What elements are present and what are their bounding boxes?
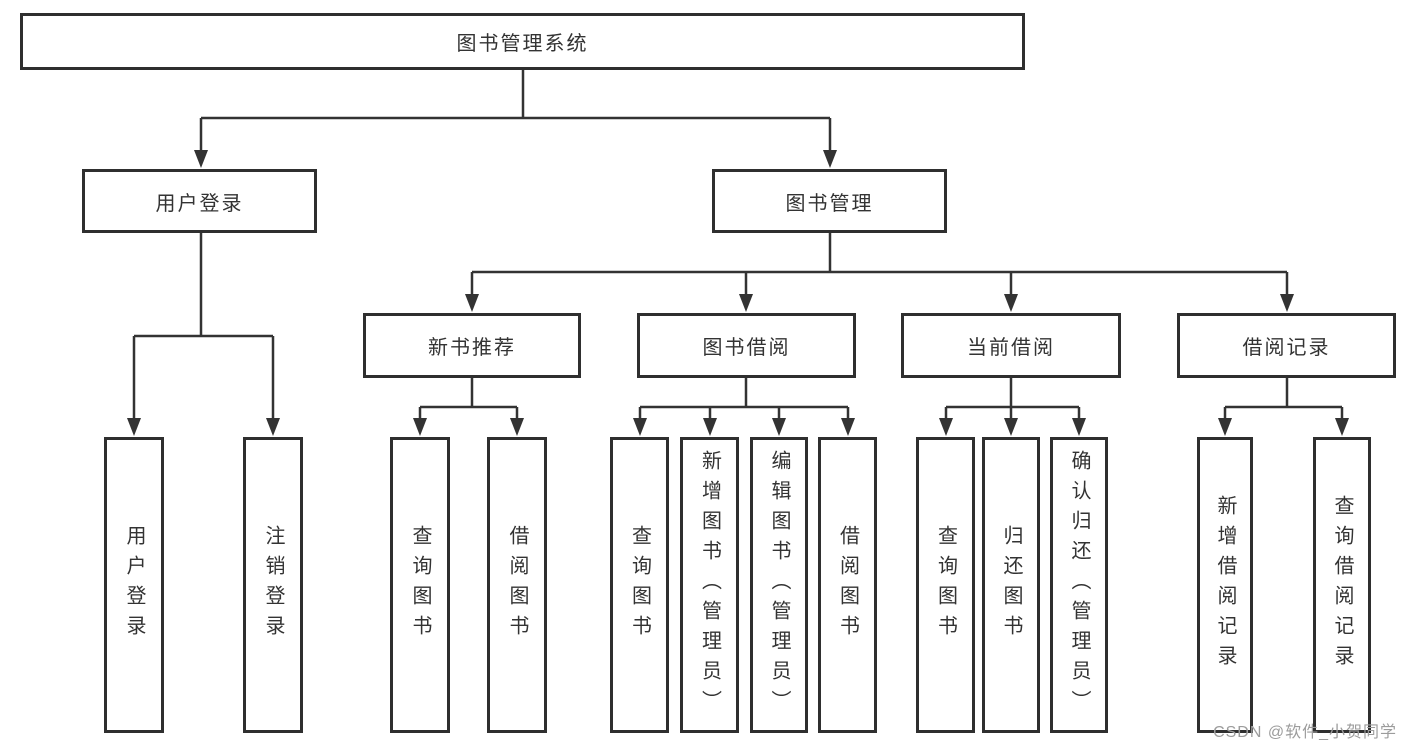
connector-records bbox=[1223, 378, 1344, 421]
leaf-bw-query-book-label: 查询图书 bbox=[628, 525, 651, 645]
arrowhead bbox=[1218, 418, 1232, 436]
connector-current bbox=[944, 378, 1081, 421]
connector-newbook bbox=[418, 378, 519, 421]
leaf-bw-query-book: 查询图书 bbox=[610, 437, 669, 733]
leaf-rec-add-record-label: 新增借阅记录 bbox=[1214, 495, 1236, 675]
node-book-manage-label: 图书管理 bbox=[785, 192, 874, 215]
csdn-watermark: CSDN @软件_小贺同学 bbox=[1213, 724, 1397, 741]
arrowhead bbox=[465, 294, 479, 312]
leaf-bw-edit-book: 编辑图书（管理员） bbox=[750, 437, 808, 733]
leaf-nb-query-book: 查询图书 bbox=[390, 437, 450, 733]
arrowhead bbox=[739, 294, 753, 312]
node-book-borrow-label: 图书借阅 bbox=[702, 337, 791, 359]
leaf-nb-borrow-book: 借阅图书 bbox=[487, 437, 547, 733]
arrowhead bbox=[772, 418, 786, 436]
leaf-bw-edit-book-label: 编辑图书（管理员） bbox=[768, 450, 790, 720]
leaf-logout-label: 注销登录 bbox=[262, 525, 284, 645]
arrowhead bbox=[841, 418, 855, 436]
arrowhead bbox=[1004, 294, 1018, 312]
leaf-logout: 注销登录 bbox=[243, 437, 303, 733]
leaf-cur-query-book: 查询图书 bbox=[916, 437, 975, 733]
arrowhead bbox=[1004, 418, 1018, 436]
leaf-nb-borrow-book-label: 借阅图书 bbox=[506, 525, 528, 645]
node-root: 图书管理系统 bbox=[20, 13, 1025, 70]
node-current-borrow: 当前借阅 bbox=[901, 313, 1121, 378]
leaf-bw-borrow-book: 借阅图书 bbox=[818, 437, 877, 733]
node-book-manage: 图书管理 bbox=[712, 169, 947, 233]
arrowhead bbox=[939, 418, 953, 436]
arrowhead bbox=[266, 418, 280, 436]
node-book-borrow: 图书借阅 bbox=[637, 313, 856, 378]
arrowhead bbox=[194, 150, 208, 168]
connector-borrow bbox=[638, 378, 850, 421]
leaf-rec-add-record: 新增借阅记录 bbox=[1197, 437, 1253, 733]
leaf-cur-query-book-label: 查询图书 bbox=[934, 525, 957, 645]
leaf-bw-add-book-label: 新增图书（管理员） bbox=[698, 450, 721, 720]
leaf-bw-borrow-book-label: 借阅图书 bbox=[836, 525, 859, 645]
arrowhead bbox=[823, 150, 837, 168]
leaf-user-login: 用户登录 bbox=[104, 437, 164, 733]
leaf-rec-query-record-label: 查询借阅记录 bbox=[1331, 495, 1353, 675]
node-borrow-records-label: 借阅记录 bbox=[1242, 337, 1331, 359]
leaf-cur-return-book-label: 归还图书 bbox=[1000, 525, 1022, 645]
leaf-cur-confirm-return-label: 确认归还（管理员） bbox=[1068, 450, 1090, 720]
node-borrow-records: 借阅记录 bbox=[1177, 313, 1396, 378]
arrowhead bbox=[1072, 418, 1086, 436]
leaf-cur-confirm-return: 确认归还（管理员） bbox=[1050, 437, 1108, 733]
node-root-label: 图书管理系统 bbox=[456, 33, 589, 55]
node-current-borrow-label: 当前借阅 bbox=[967, 337, 1055, 359]
arrowhead bbox=[1280, 294, 1294, 312]
connector-root bbox=[199, 70, 832, 152]
arrowhead bbox=[633, 418, 647, 436]
arrowhead bbox=[127, 418, 141, 436]
node-new-book-recommend: 新书推荐 bbox=[363, 313, 581, 378]
arrowhead bbox=[413, 418, 427, 436]
connector-login bbox=[132, 233, 275, 421]
connector-manage bbox=[470, 233, 1289, 297]
node-user-login-label: 用户登录 bbox=[155, 192, 244, 215]
arrowhead bbox=[1335, 418, 1349, 436]
arrowhead bbox=[510, 418, 524, 436]
node-new-book-recommend-label: 新书推荐 bbox=[428, 337, 516, 359]
node-user-login: 用户登录 bbox=[82, 169, 317, 233]
leaf-cur-return-book: 归还图书 bbox=[982, 437, 1040, 733]
leaf-bw-add-book: 新增图书（管理员） bbox=[680, 437, 739, 733]
arrowhead bbox=[703, 418, 717, 436]
leaf-user-login-label: 用户登录 bbox=[123, 525, 145, 645]
leaf-rec-query-record: 查询借阅记录 bbox=[1313, 437, 1371, 733]
leaf-nb-query-book-label: 查询图书 bbox=[409, 525, 431, 645]
